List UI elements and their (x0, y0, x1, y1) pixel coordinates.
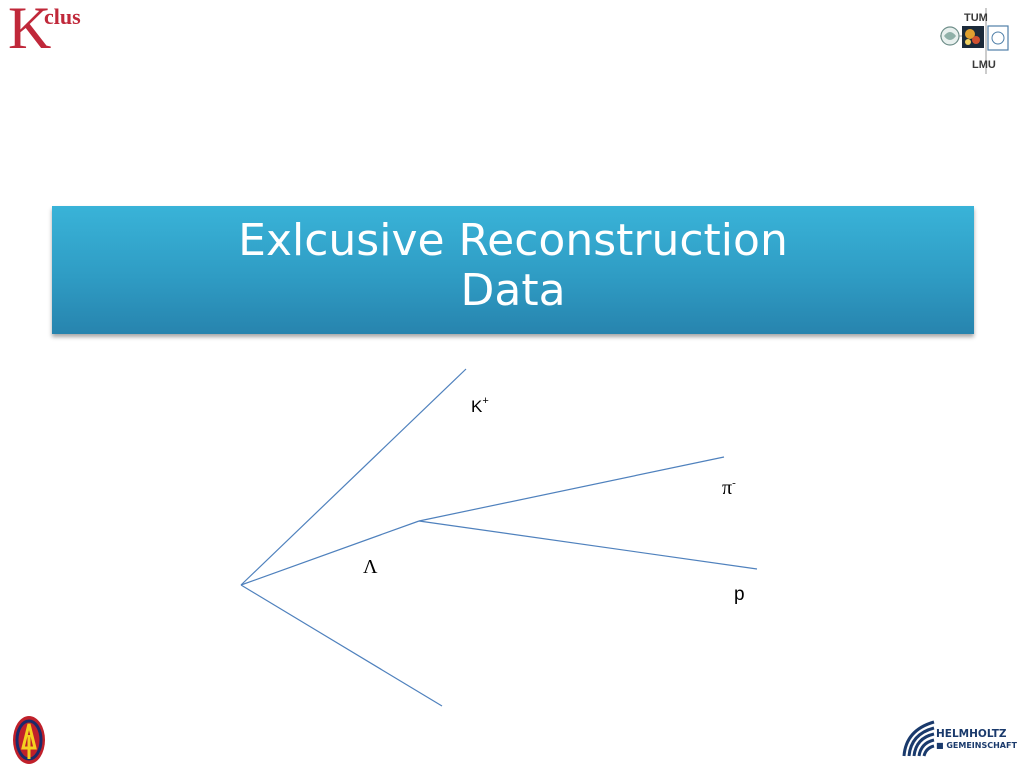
title-banner: Exlcusive Reconstruction Data (52, 206, 974, 334)
kclus-logo: K clus (8, 0, 108, 62)
helmholtz-logo-line1: HELMHOLTZ (936, 728, 1007, 740)
tum-lmu-logo: TUM LMU (940, 6, 1018, 76)
kclus-logo-k: K (8, 0, 52, 61)
kplus-label: K+ (471, 395, 489, 416)
proton-label: p (734, 584, 745, 605)
helmholtz-logo: HELMHOLTZ ■ GEMEINSCHAFT (900, 718, 1017, 758)
kclus-logo-suffix: clus (44, 4, 81, 29)
kplus-track (240, 368, 467, 586)
piminus-charge: - (732, 477, 736, 489)
tum-logo-text: TUM (964, 12, 988, 24)
piminus-track (418, 456, 725, 522)
proton-track (418, 520, 758, 570)
lambda-label: Λ (363, 556, 378, 578)
title-line-1: Exlcusive Reconstruction (238, 215, 788, 266)
lmu-logo-text: LMU (972, 59, 996, 71)
piminus-label: π- (722, 477, 736, 499)
title-line-2: Data (460, 265, 566, 316)
kplus-charge: + (482, 395, 489, 407)
kplus-symbol: K (471, 397, 483, 416)
beam-track (240, 584, 443, 707)
lambda-track (240, 520, 420, 586)
piminus-symbol: π (722, 477, 733, 499)
helmholtz-logo-line2: ■ GEMEINSCHAFT (936, 741, 1017, 750)
fopi-logo (12, 715, 46, 765)
